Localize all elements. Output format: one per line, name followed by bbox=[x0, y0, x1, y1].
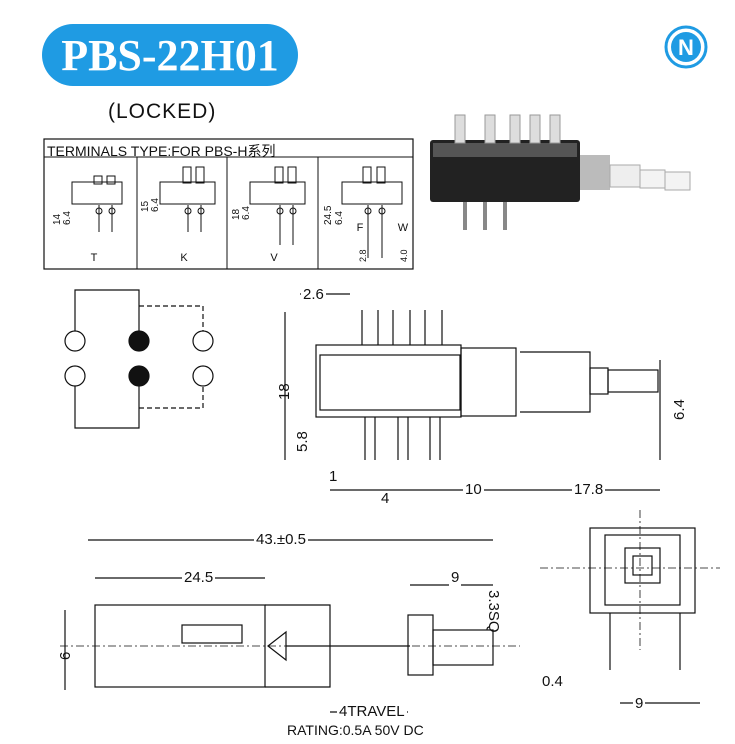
dim-plunger-dia: 6.4 bbox=[671, 399, 688, 420]
locked-label: (LOCKED) bbox=[108, 100, 217, 123]
terminal-label-t: T bbox=[90, 252, 98, 264]
dim-height: 18 bbox=[276, 383, 293, 400]
terminal-label-w: W bbox=[397, 222, 409, 234]
dim-pin-len: 5.8 bbox=[294, 431, 311, 452]
terminals-title: TERMINALS TYPE:FOR PBS-H系列 bbox=[47, 143, 276, 159]
dim-tip: 9 bbox=[449, 569, 462, 586]
dim-pitch: 2.6 bbox=[301, 286, 326, 303]
dim-width: 6 bbox=[57, 651, 74, 660]
dim-sq: 3.3SQ bbox=[485, 590, 502, 633]
svg-text:N: N bbox=[678, 35, 694, 60]
terminal-label-k: K bbox=[180, 252, 188, 264]
dim-plunger: 17.8 bbox=[572, 481, 606, 498]
dim-thick: 0.4 bbox=[540, 673, 565, 690]
switch-photo-icon bbox=[430, 114, 691, 230]
dim-end-width: 9 bbox=[633, 695, 646, 712]
terminal-label-f: F bbox=[356, 222, 364, 234]
terminal-label-v: V bbox=[270, 252, 278, 264]
dim-spacing: 4 bbox=[379, 490, 392, 507]
dim-offset: 10 bbox=[463, 481, 484, 498]
dim-pin-width: 1 bbox=[327, 468, 340, 485]
model-badge: PBS-22H01 bbox=[42, 24, 298, 86]
brand-logo-icon: N bbox=[664, 25, 708, 69]
dim-travel: 4TRAVEL bbox=[337, 703, 407, 720]
dim-half: 24.5 bbox=[182, 569, 216, 586]
rating-label: RATING:0.5A 50V DC bbox=[287, 722, 424, 738]
dim-length: 43.±0.5 bbox=[254, 531, 308, 548]
